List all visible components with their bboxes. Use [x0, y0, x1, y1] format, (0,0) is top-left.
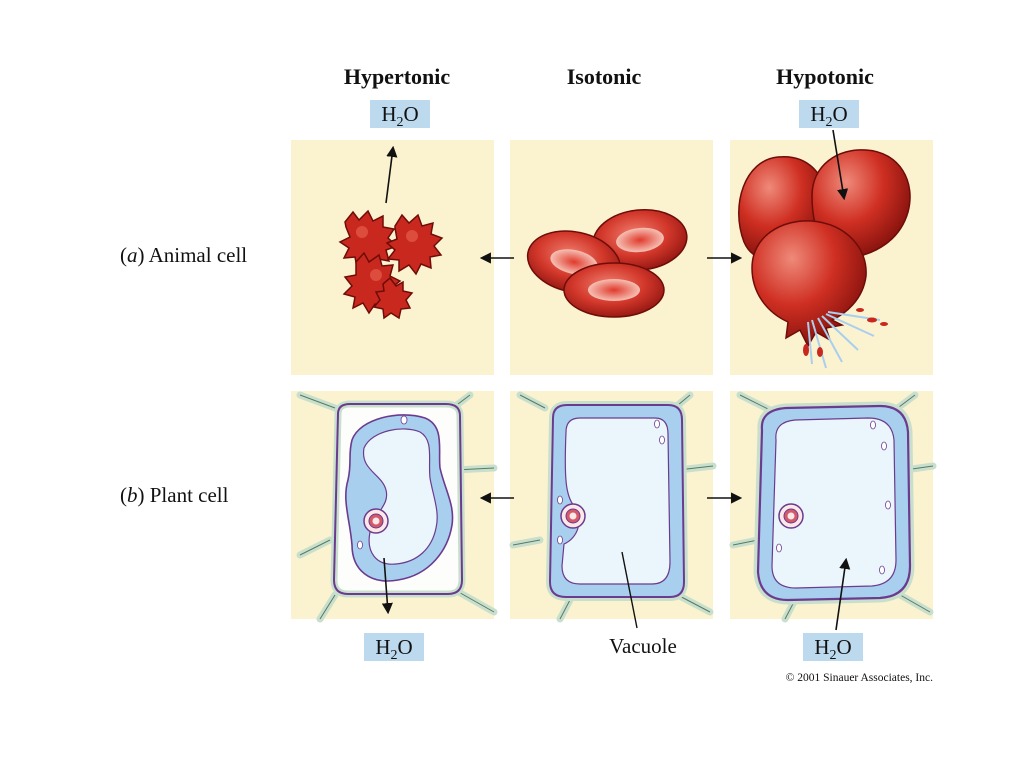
lysed-red-blood-cells — [738, 149, 911, 348]
arrow-water-in-plant — [835, 557, 851, 631]
plasmolyzed-plant-cell — [330, 400, 466, 598]
crenated-red-blood-cells — [338, 209, 444, 320]
h2o-label-top-right: H2O — [799, 100, 859, 130]
normal-red-blood-cells — [526, 209, 688, 318]
copyright-notice: © 2001 Sinauer Associates, Inc. — [786, 672, 933, 684]
vacuole-pointer-line — [621, 551, 638, 629]
arrow-water-in-animal — [832, 129, 849, 201]
svg-text:H2O: H2O — [381, 102, 418, 130]
vacuole-label: Vacuole — [609, 634, 677, 658]
col-title-hypertonic: Hypertonic — [344, 64, 451, 89]
arrow-water-out-animal — [385, 145, 398, 204]
svg-text:H2O: H2O — [814, 635, 851, 663]
svg-text:H2O: H2O — [375, 635, 412, 663]
h2o-label-bottom-left: H2O — [364, 633, 424, 663]
cell-fragments — [803, 308, 888, 357]
h2o-label-bottom-right: H2O — [803, 633, 863, 663]
flaccid-plant-cell — [545, 401, 689, 601]
row-label-plant: (b) Plant cell — [120, 483, 229, 507]
svg-text:H2O: H2O — [810, 102, 847, 130]
col-title-hypotonic: Hypotonic — [776, 64, 874, 89]
arrow-water-out-plant — [381, 557, 393, 615]
row-label-animal: (a) Animal cell — [120, 243, 247, 267]
turgid-plant-cell — [753, 401, 915, 605]
h2o-label-top-left: H2O — [370, 100, 430, 130]
col-title-isotonic: Isotonic — [567, 64, 642, 89]
